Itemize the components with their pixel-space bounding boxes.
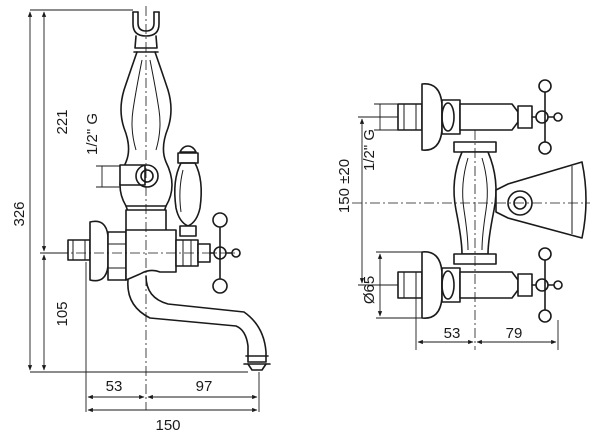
left-dim-326: 326 bbox=[11, 201, 28, 226]
cross-handle bbox=[197, 212, 241, 294]
left-dim-53: 53 bbox=[106, 378, 123, 395]
left-dim-221: 221 bbox=[54, 109, 71, 134]
lower-inlet bbox=[397, 247, 563, 323]
left-dim-97: 97 bbox=[196, 378, 213, 395]
right-dim-diameter-65: Ø65 bbox=[361, 276, 378, 304]
valve-body bbox=[67, 220, 199, 282]
left-dim-150: 150 bbox=[155, 417, 180, 434]
left-thread-label: 1/2" G bbox=[84, 113, 101, 155]
right-dim-53: 53 bbox=[444, 325, 461, 342]
left-dim-105: 105 bbox=[54, 301, 71, 326]
right-dimension-lines bbox=[359, 104, 557, 345]
upper-inlet bbox=[397, 79, 563, 155]
spout bbox=[127, 275, 271, 371]
left-dimension-lines bbox=[27, 11, 258, 413]
left-view-faucet: 326 221 105 1/2" G 53 97 150 bbox=[11, 6, 271, 434]
shower-outlet bbox=[119, 164, 159, 188]
right-thread-label: 1/2" G bbox=[361, 129, 378, 171]
right-dim-150-20: 150 ±20 bbox=[336, 159, 353, 213]
diverter-knob bbox=[174, 145, 202, 237]
right-dim-79: 79 bbox=[506, 325, 523, 342]
central-body bbox=[453, 141, 587, 265]
right-view-mixer: 150 ±20 1/2" G Ø65 53 79 bbox=[336, 79, 590, 350]
